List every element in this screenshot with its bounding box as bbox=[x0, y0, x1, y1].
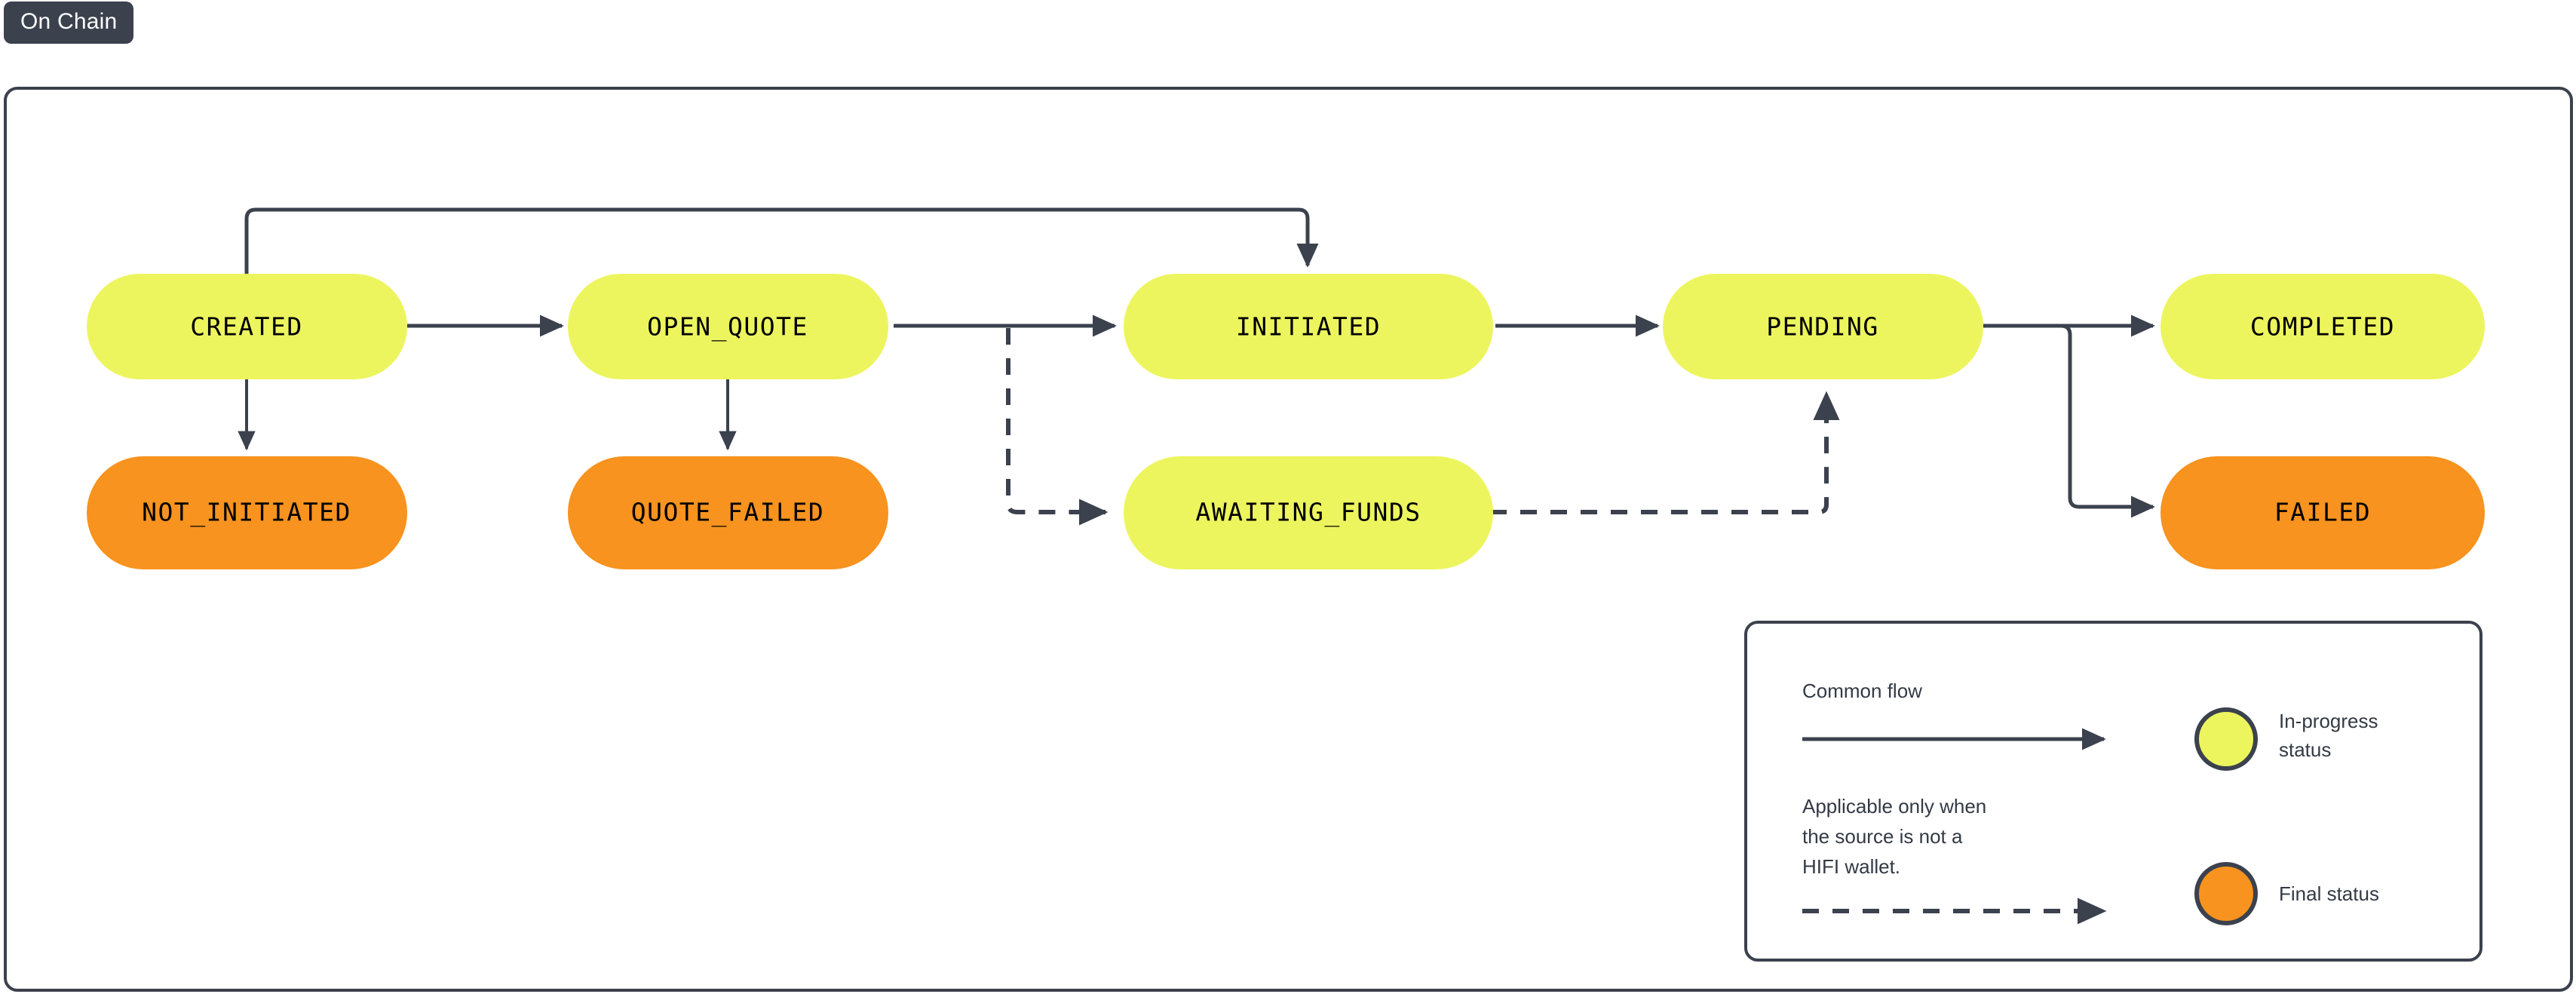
node-open-quote[interactable]: OPEN_QUOTE bbox=[568, 274, 888, 379]
legend-in-progress-label-line-2: status bbox=[2279, 738, 2331, 761]
node-completed-shape bbox=[2160, 274, 2485, 379]
node-open-quote-label: OPEN_QUOTE bbox=[647, 312, 808, 342]
node-pending[interactable]: PENDING bbox=[1663, 274, 1983, 379]
edge-open-quote-to-awaiting-funds bbox=[1006, 328, 1109, 526]
legend-common-flow-label: Common flow bbox=[1802, 680, 1922, 702]
legend-conditional-flow-line-3: HIFI wallet. bbox=[1802, 855, 1900, 878]
node-awaiting-funds-label: AWAITING_FUNDS bbox=[1195, 498, 1421, 528]
node-failed[interactable]: FAILED bbox=[2160, 456, 2485, 569]
node-quote-failed-label: QUOTE_FAILED bbox=[631, 498, 824, 528]
node-failed-label: FAILED bbox=[2274, 498, 2371, 527]
node-completed-label: COMPLETED bbox=[2250, 312, 2395, 342]
node-quote-failed[interactable]: QUOTE_FAILED bbox=[568, 456, 888, 569]
edge-awaiting-funds-to-pending bbox=[1490, 391, 1840, 514]
node-quote-failed-shape bbox=[568, 456, 888, 569]
node-completed[interactable]: COMPLETED bbox=[2160, 274, 2485, 379]
panel-border bbox=[4, 87, 2573, 992]
node-not-initiated-label: NOT_INITIATED bbox=[142, 498, 351, 528]
node-failed-shape bbox=[2160, 456, 2485, 569]
node-awaiting-funds-shape bbox=[1124, 456, 1493, 569]
node-created-label: CREATED bbox=[190, 312, 303, 342]
node-awaiting-funds[interactable]: AWAITING_FUNDS bbox=[1124, 456, 1493, 569]
legend-in-progress-label-line-1: In-progress bbox=[2279, 710, 2378, 732]
node-initiated-shape bbox=[1124, 274, 1493, 379]
legend-in-progress-swatch-icon bbox=[2194, 707, 2258, 771]
legend-final-swatch-icon bbox=[2194, 862, 2258, 925]
node-not-initiated[interactable]: NOT_INITIATED bbox=[87, 456, 407, 569]
node-pending-shape bbox=[1663, 274, 1983, 379]
node-initiated-label: INITIATED bbox=[1236, 312, 1381, 342]
node-pending-label: PENDING bbox=[1766, 312, 1879, 342]
tab-on-chain[interactable]: On Chain bbox=[4, 2, 134, 44]
legend-conditional-flow-line-1: Applicable only when bbox=[1802, 795, 1986, 818]
legend-final-label: Final status bbox=[2279, 882, 2379, 905]
legend-border bbox=[1744, 621, 2482, 962]
edge-pending-to-failed bbox=[1983, 324, 2155, 518]
node-initiated[interactable]: INITIATED bbox=[1124, 274, 1493, 379]
edge-created-to-initiated-loop bbox=[244, 207, 1319, 274]
node-open-quote-shape bbox=[568, 274, 888, 379]
node-created[interactable]: CREATED bbox=[87, 274, 407, 379]
node-not-initiated-shape bbox=[87, 456, 407, 569]
legend: Common flow Applicable only when the sou… bbox=[1744, 621, 2482, 962]
node-created-shape bbox=[87, 274, 407, 379]
legend-conditional-flow-line-2: the source is not a bbox=[1802, 825, 1963, 848]
